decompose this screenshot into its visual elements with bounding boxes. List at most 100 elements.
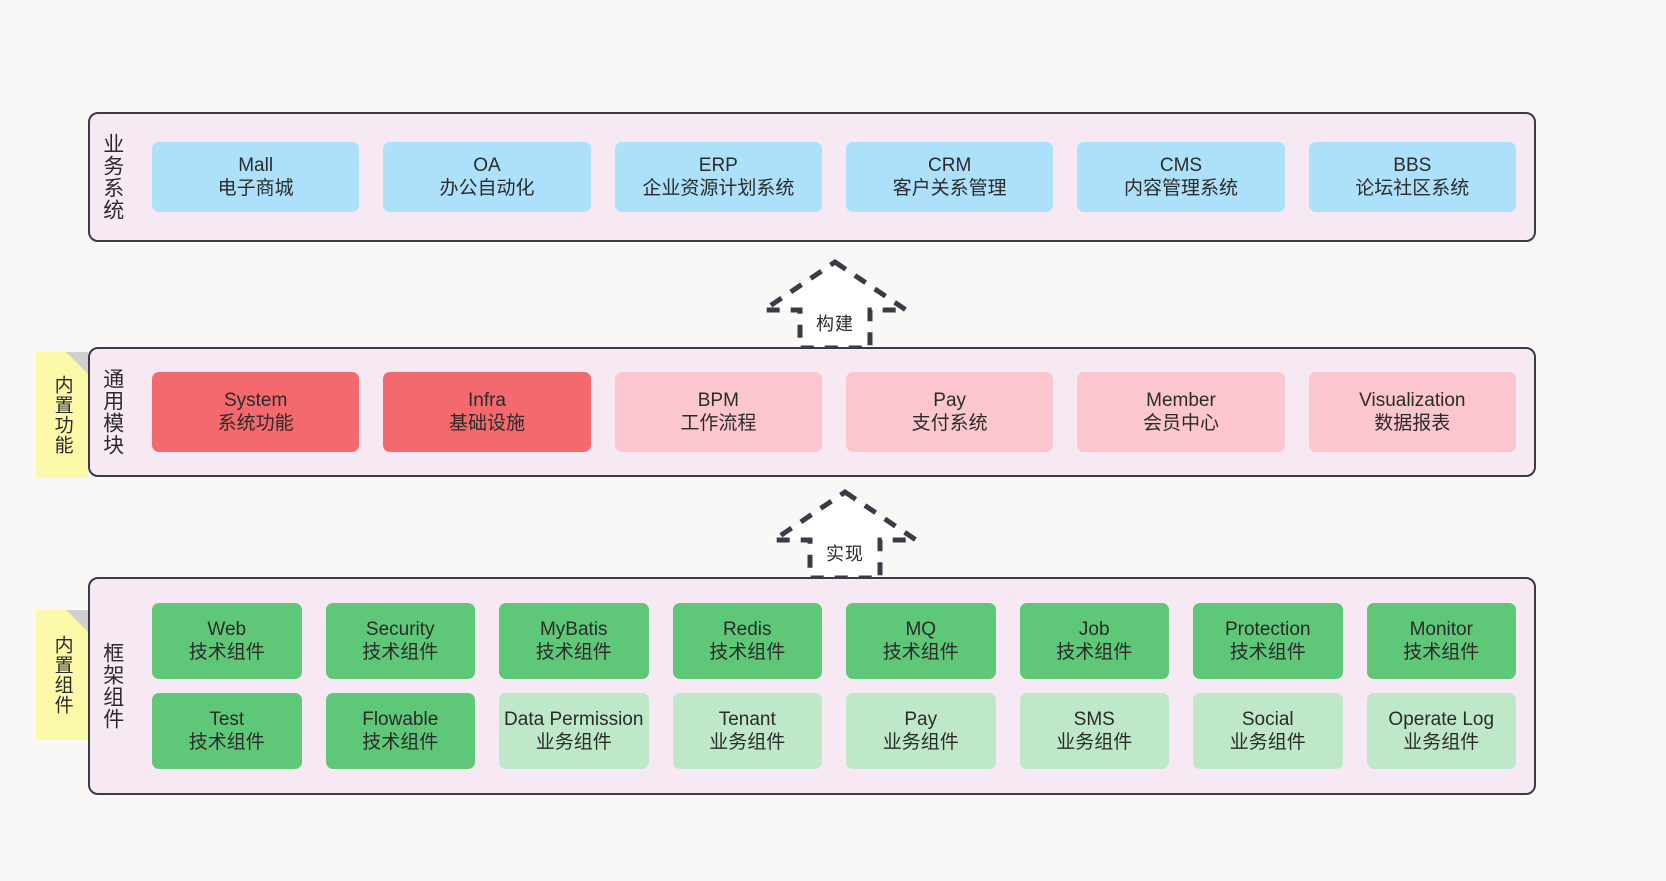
card-mq[interactable]: MQ 技术组件 bbox=[846, 603, 996, 679]
card-title-en: Job bbox=[1078, 618, 1110, 640]
card-erp[interactable]: ERP 企业资源计划系统 bbox=[614, 142, 822, 212]
card-title-en: BBS bbox=[1393, 154, 1432, 176]
card-title-cn: 论坛社区系统 bbox=[1355, 178, 1470, 199]
card-title-en: Member bbox=[1146, 389, 1216, 411]
arrow-build: 构建 bbox=[760, 258, 910, 350]
card-infra[interactable]: Infra 基础设施 bbox=[383, 372, 591, 452]
card-title-cn: 内容管理系统 bbox=[1123, 178, 1238, 199]
card-flowable[interactable]: Flowable 技术组件 bbox=[325, 693, 475, 769]
card-web[interactable]: Web 技术组件 bbox=[152, 603, 302, 679]
card-title-cn: 业务组件 bbox=[535, 732, 612, 753]
card-system[interactable]: System 系统功能 bbox=[152, 372, 360, 452]
card-row: Test 技术组件 Flowable 技术组件 Data Permission … bbox=[152, 693, 1516, 769]
card-title-cn: 技术组件 bbox=[535, 642, 612, 663]
card-visualization[interactable]: Visualization 数据报表 bbox=[1308, 372, 1516, 452]
card-title-cn: 支付系统 bbox=[911, 413, 988, 434]
card-protection[interactable]: Protection 技术组件 bbox=[1193, 603, 1343, 679]
card-crm[interactable]: CRM 客户关系管理 bbox=[845, 142, 1054, 212]
card-title-en: Visualization bbox=[1359, 389, 1466, 411]
layer-title-common-module: 通用模块 bbox=[100, 368, 124, 456]
card-title-en: BPM bbox=[697, 389, 739, 411]
card-title-cn: 技术组件 bbox=[188, 642, 265, 663]
card-title-cn: 会员中心 bbox=[1142, 413, 1219, 434]
card-security[interactable]: Security 技术组件 bbox=[325, 603, 475, 679]
card-title-cn: 业务组件 bbox=[882, 732, 959, 753]
card-title-en: Monitor bbox=[1409, 618, 1473, 640]
card-title-en: Tenant bbox=[718, 708, 776, 730]
card-sms[interactable]: SMS 业务组件 bbox=[1019, 693, 1169, 769]
card-title-cn: 技术组件 bbox=[1403, 642, 1480, 663]
card-title-en: Mall bbox=[238, 154, 274, 176]
card-title-en: MyBatis bbox=[539, 618, 608, 640]
layer-body-framework-component: Web 技术组件 Security 技术组件 MyBatis 技术组件 Redi… bbox=[134, 579, 1534, 793]
card-title-en: Infra bbox=[467, 389, 506, 411]
card-title-en: Data Permission bbox=[504, 708, 644, 730]
card-title-cn: 客户关系管理 bbox=[892, 178, 1007, 199]
layer-body-common-module: System 系统功能 Infra 基础设施 BPM 工作流程 Pay 支付系统… bbox=[134, 349, 1534, 475]
card-title-cn: 工作流程 bbox=[680, 413, 757, 434]
layer-title-framework-component: 框架组件 bbox=[100, 642, 124, 730]
card-bbs[interactable]: BBS 论坛社区系统 bbox=[1308, 142, 1516, 212]
sticky-note-builtin-features: 内置功能 bbox=[36, 352, 88, 478]
card-title-en: ERP bbox=[698, 154, 738, 176]
card-data-permission[interactable]: Data Permission 业务组件 bbox=[499, 693, 649, 769]
card-title-cn: 技术组件 bbox=[882, 642, 959, 663]
card-tenant[interactable]: Tenant 业务组件 bbox=[672, 693, 822, 769]
card-mall[interactable]: Mall 电子商城 bbox=[152, 142, 360, 212]
card-row: Web 技术组件 Security 技术组件 MyBatis 技术组件 Redi… bbox=[152, 603, 1516, 679]
card-row: System 系统功能 Infra 基础设施 BPM 工作流程 Pay 支付系统… bbox=[152, 372, 1516, 452]
card-title-cn: 数据报表 bbox=[1374, 413, 1451, 434]
arrow-label-build: 构建 bbox=[816, 314, 854, 334]
card-title-en: Pay bbox=[904, 708, 938, 730]
card-title-cn: 业务组件 bbox=[1403, 732, 1480, 753]
card-title-en: System bbox=[223, 389, 288, 411]
card-mybatis[interactable]: MyBatis 技术组件 bbox=[499, 603, 649, 679]
card-title-cn: 技术组件 bbox=[1229, 642, 1306, 663]
card-title-en: OA bbox=[473, 154, 501, 176]
card-title-cn: 技术组件 bbox=[362, 642, 439, 663]
card-title-en: Security bbox=[365, 618, 435, 640]
card-title-en: Operate Log bbox=[1388, 708, 1495, 730]
card-job[interactable]: Job 技术组件 bbox=[1019, 603, 1169, 679]
card-title-en: CMS bbox=[1159, 154, 1203, 176]
arrow-realize: 实现 bbox=[770, 488, 920, 580]
card-redis[interactable]: Redis 技术组件 bbox=[672, 603, 822, 679]
card-title-en: Test bbox=[209, 708, 245, 730]
card-operate-log[interactable]: Operate Log 业务组件 bbox=[1366, 693, 1516, 769]
card-title-en: Protection bbox=[1224, 618, 1311, 640]
card-title-en: Social bbox=[1241, 708, 1294, 730]
card-pay-module[interactable]: Pay 支付系统 bbox=[845, 372, 1054, 452]
card-cms[interactable]: CMS 内容管理系统 bbox=[1077, 142, 1285, 212]
card-pay-component[interactable]: Pay 业务组件 bbox=[846, 693, 996, 769]
card-title-cn: 企业资源计划系统 bbox=[642, 178, 795, 199]
card-oa[interactable]: OA 办公自动化 bbox=[383, 142, 591, 212]
card-title-en: SMS bbox=[1073, 708, 1115, 730]
card-title-cn: 技术组件 bbox=[188, 732, 265, 753]
sticky-note-label: 内置组件 bbox=[51, 635, 73, 715]
layer-framework-component: 框架组件 Web 技术组件 Security 技术组件 MyBatis 技术组件… bbox=[88, 577, 1536, 795]
card-title-cn: 办公自动化 bbox=[439, 178, 535, 199]
card-bpm[interactable]: BPM 工作流程 bbox=[614, 372, 822, 452]
sticky-note-label: 内置功能 bbox=[51, 375, 73, 455]
card-title-en: Redis bbox=[722, 618, 772, 640]
card-title-en: Web bbox=[207, 618, 247, 640]
card-title-cn: 业务组件 bbox=[709, 732, 786, 753]
card-title-cn: 技术组件 bbox=[362, 732, 439, 753]
card-social[interactable]: Social 业务组件 bbox=[1193, 693, 1343, 769]
card-title-cn: 业务组件 bbox=[1229, 732, 1306, 753]
layer-common-module: 通用模块 System 系统功能 Infra 基础设施 BPM 工作流程 Pay… bbox=[88, 347, 1536, 477]
card-title-cn: 技术组件 bbox=[709, 642, 786, 663]
card-monitor[interactable]: Monitor 技术组件 bbox=[1366, 603, 1516, 679]
card-member[interactable]: Member 会员中心 bbox=[1077, 372, 1285, 452]
card-test[interactable]: Test 技术组件 bbox=[152, 693, 302, 769]
card-title-cn: 基础设施 bbox=[448, 413, 525, 434]
card-title-en: MQ bbox=[905, 618, 937, 640]
card-title-en: Pay bbox=[933, 389, 967, 411]
layer-business-system: 业务系统 Mall 电子商城 OA 办公自动化 ERP 企业资源计划系统 CRM… bbox=[88, 112, 1536, 242]
card-title-cn: 技术组件 bbox=[1056, 642, 1133, 663]
card-row: Mall 电子商城 OA 办公自动化 ERP 企业资源计划系统 CRM 客户关系… bbox=[152, 142, 1516, 212]
card-title-cn: 系统功能 bbox=[217, 413, 294, 434]
card-title-en: CRM bbox=[928, 154, 972, 176]
layer-body-business-system: Mall 电子商城 OA 办公自动化 ERP 企业资源计划系统 CRM 客户关系… bbox=[134, 114, 1534, 240]
